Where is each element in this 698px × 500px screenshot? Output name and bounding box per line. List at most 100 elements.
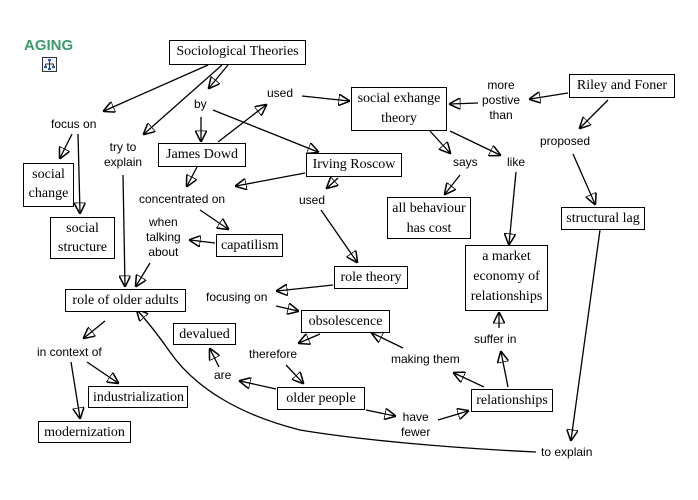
- edge-role-theory-focusing-on: [277, 285, 334, 291]
- link-more-postive-than[interactable]: more postive than: [482, 78, 521, 123]
- edge-james-dowd-used: [217, 105, 266, 143]
- link-in-context-of[interactable]: in context of: [37, 345, 102, 360]
- link-focus-on[interactable]: focus on: [51, 117, 97, 132]
- concept-capatilism[interactable]: capatilism: [216, 234, 283, 257]
- concept-older-people[interactable]: older people: [277, 387, 365, 410]
- concept-label: older people: [286, 391, 356, 406]
- edge-older-people-are: [240, 381, 277, 390]
- concept-label: James Dowd: [166, 147, 238, 162]
- concept-obsolescence[interactable]: obsolescence: [301, 310, 390, 333]
- concept-label: theory: [381, 111, 417, 126]
- edge-riley-proposed: [580, 99, 609, 128]
- edge-are-devalued: [210, 349, 219, 368]
- concept-social-structure[interactable]: social structure: [50, 217, 115, 259]
- edge-says-all-behaviour: [445, 174, 461, 194]
- edge-making-them-obsolescence: [372, 333, 404, 349]
- link-used-roscow[interactable]: used: [299, 193, 326, 208]
- edge-focusing-on-obsolescence: [275, 306, 298, 311]
- concept-sociological-theories[interactable]: Sociological Theories: [169, 40, 306, 65]
- concept-structural-lag[interactable]: structural lag: [561, 207, 645, 230]
- edge-structural-lag-to-explain: [571, 229, 601, 440]
- concept-label: Sociological Theories: [176, 44, 299, 59]
- link-have-fewer[interactable]: have fewer: [401, 410, 431, 440]
- concept-industrialization[interactable]: industrialization: [88, 386, 188, 408]
- edge-in-context-industrialization: [86, 361, 118, 383]
- concept-label: a market: [482, 249, 531, 264]
- link-suffer-in[interactable]: suffer in: [474, 332, 517, 347]
- edge-therefore-older-people: [285, 364, 303, 383]
- link-try-to-explain[interactable]: try to explain: [104, 140, 143, 170]
- edge-like-market-economy: [509, 171, 517, 244]
- concept-label: relationships: [470, 289, 543, 304]
- concept-label: Irving Roscow: [312, 157, 396, 172]
- edge-capatilism-when-talking: [190, 240, 216, 243]
- concept-label: role theory: [340, 270, 402, 285]
- link-label: try to: [109, 140, 137, 154]
- concept-label: all behaviour: [392, 201, 466, 216]
- concept-devalued[interactable]: devalued: [173, 323, 236, 345]
- edge-james-dowd-concentrated-on: [187, 166, 198, 186]
- link-to-explain[interactable]: to explain: [541, 445, 593, 460]
- edge-social-exchange-says: [429, 130, 450, 153]
- concept-label: industrialization: [93, 390, 184, 405]
- concept-riley-and-foner[interactable]: Riley and Foner: [569, 74, 675, 98]
- link-proposed[interactable]: proposed: [540, 134, 591, 149]
- edge-when-talking-role-older: [136, 262, 151, 286]
- concept-label: Riley and Foner: [576, 78, 668, 93]
- link-says[interactable]: says: [453, 155, 478, 170]
- concept-role-theory[interactable]: role theory: [334, 266, 408, 289]
- edge-by-irving-roscow: [212, 109, 318, 152]
- concept-all-behaviour-has-cost[interactable]: all behaviour has cost: [387, 197, 471, 239]
- edge-used-social-exchange: [301, 96, 349, 101]
- edge-riley-more-postive: [530, 93, 569, 99]
- edge-focus-on-social-structure: [78, 133, 80, 213]
- edge-relationships-suffer-in: [501, 352, 508, 388]
- link-are[interactable]: are: [214, 368, 232, 383]
- concept-label: capatilism: [221, 238, 279, 253]
- concept-social-exchange-theory[interactable]: social exhange theory: [351, 87, 447, 131]
- concept-label: devalued: [179, 327, 230, 342]
- edge-theories-focus-on: [104, 64, 209, 111]
- concept-james-dowd[interactable]: James Dowd: [158, 143, 246, 167]
- link-label: explain: [104, 155, 143, 169]
- link-focusing-on[interactable]: focusing on: [206, 290, 268, 305]
- concept-relationships[interactable]: relationships: [471, 389, 553, 412]
- link-like[interactable]: like: [507, 155, 526, 170]
- link-label: postive: [482, 93, 521, 107]
- edge-social-exchange-like: [449, 130, 500, 155]
- link-label: talking: [146, 230, 181, 244]
- map-title: AGING: [24, 37, 74, 54]
- link-making-them[interactable]: making them: [391, 352, 460, 367]
- link-by[interactable]: by: [194, 97, 207, 112]
- edge-to-explain-role-older: [137, 310, 537, 453]
- edge-obsolescence-therefore: [299, 333, 321, 343]
- concept-label: relationships: [476, 393, 548, 408]
- edge-role-older-in-context: [84, 320, 106, 338]
- link-when-talking-about[interactable]: when talking about: [146, 215, 181, 260]
- link-label: when: [149, 215, 178, 229]
- edge-more-postive-social-exchange: [450, 103, 479, 104]
- edge-try-explain-role-older: [123, 174, 125, 286]
- concept-irving-roscow[interactable]: Irving Roscow: [306, 153, 402, 177]
- concept-label: social: [66, 221, 99, 236]
- edge-concentrated-capatilism: [199, 209, 228, 229]
- link-label: more: [487, 78, 515, 92]
- concept-label: has cost: [406, 221, 452, 236]
- concept-map-icon[interactable]: [42, 57, 57, 72]
- concept-social-change[interactable]: social change: [23, 163, 74, 207]
- concept-role-of-older-adults[interactable]: role of older adults: [65, 289, 186, 312]
- concept-label: role of older adults: [72, 293, 179, 308]
- link-used-dowd[interactable]: used: [267, 86, 294, 101]
- link-therefore[interactable]: therefore: [249, 347, 298, 362]
- concept-modernization[interactable]: modernization: [38, 421, 131, 443]
- edge-older-people-have-fewer: [365, 410, 395, 416]
- link-concentrated-on[interactable]: concentrated on: [139, 192, 226, 207]
- edge-in-context-modernization: [70, 361, 80, 418]
- link-label: fewer: [401, 425, 431, 439]
- concept-market-economy-of-relationships[interactable]: a market economy of relationships: [465, 245, 548, 311]
- edge-roscow-used: [327, 178, 338, 188]
- edge-have-fewer-relationships: [437, 411, 468, 421]
- link-label: than: [489, 108, 513, 122]
- concept-label: obsolescence: [308, 314, 383, 329]
